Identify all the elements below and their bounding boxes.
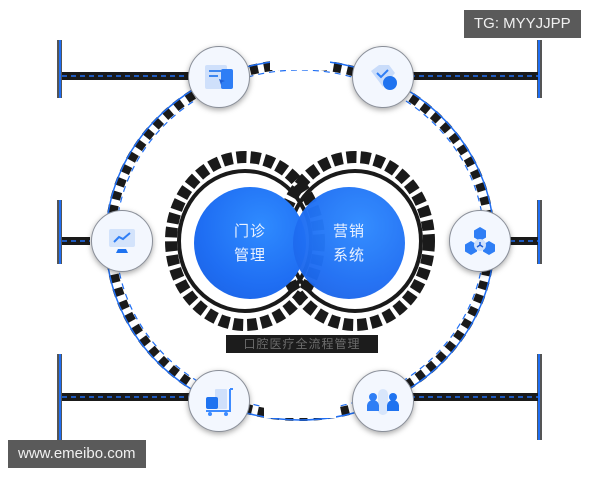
clinic-label-line1: 门诊 bbox=[233, 222, 266, 240]
node-cart[interactable] bbox=[188, 370, 250, 432]
center-circle-clinic: 门诊 管理 bbox=[194, 187, 306, 299]
node-users[interactable] bbox=[352, 370, 414, 432]
hexagon-network-icon bbox=[465, 227, 495, 255]
document-cursor-icon bbox=[205, 65, 233, 89]
node-hex-network[interactable] bbox=[449, 210, 511, 272]
users-group-icon bbox=[367, 389, 399, 415]
node-monitor-chart[interactable] bbox=[91, 210, 153, 272]
center-circle-marketing: 营销 系统 bbox=[293, 187, 405, 299]
left-bar-top bbox=[57, 40, 62, 98]
marketing-label-line2: 系统 bbox=[332, 246, 365, 264]
trolley-cart-icon bbox=[206, 388, 233, 416]
watermark-top-right: TG: MYYJJPP bbox=[464, 10, 581, 38]
node-document-tablet[interactable] bbox=[188, 46, 250, 108]
monitor-chart-icon bbox=[109, 229, 135, 253]
node-badge-check[interactable] bbox=[352, 46, 414, 108]
watermark-bottom-left: www.emeibo.com bbox=[8, 440, 146, 468]
marketing-label-line1: 营销 bbox=[332, 222, 365, 240]
clinic-label-line2: 管理 bbox=[233, 246, 266, 264]
check-tag-icon bbox=[371, 65, 397, 90]
diagram-caption: 口腔医疗全流程管理 bbox=[226, 335, 378, 353]
